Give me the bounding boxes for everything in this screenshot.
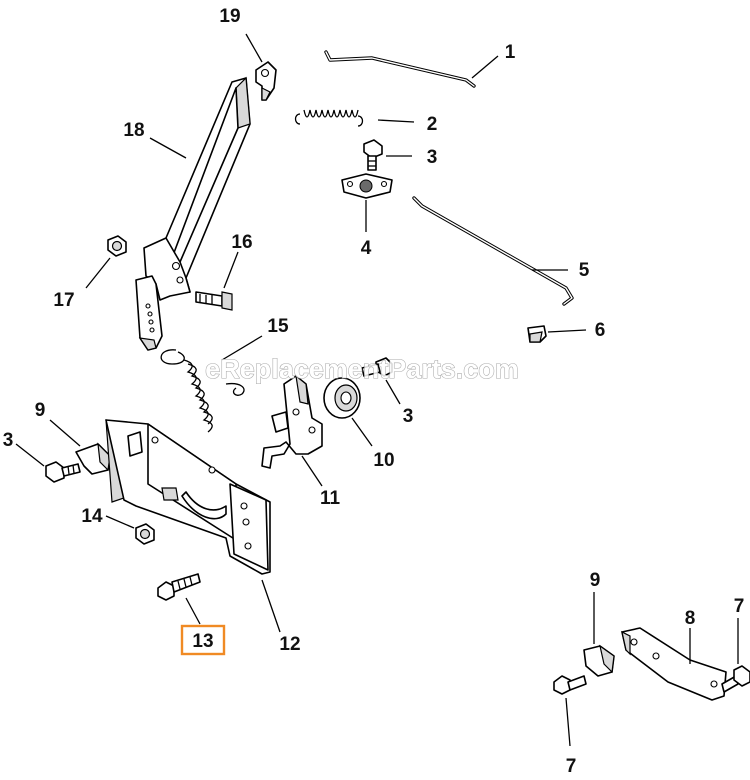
callout-2[interactable]: 2 bbox=[427, 114, 438, 135]
leader-lines bbox=[15, 33, 739, 747]
callout-16[interactable]: 16 bbox=[231, 232, 252, 253]
callout-13[interactable]: 13 bbox=[192, 631, 213, 652]
callout-7-bottom[interactable]: 7 bbox=[566, 756, 577, 777]
callout-3-mid[interactable]: 3 bbox=[403, 406, 414, 427]
callout-15[interactable]: 15 bbox=[267, 316, 289, 337]
callout-9-left[interactable]: 9 bbox=[35, 400, 46, 421]
part-14-nut[interactable] bbox=[135, 523, 155, 545]
part-13-bolt[interactable] bbox=[157, 573, 201, 601]
part-9-clip-left[interactable] bbox=[75, 442, 111, 475]
part-7-screw-bottom[interactable] bbox=[553, 675, 587, 695]
callout-9-right[interactable]: 9 bbox=[590, 570, 601, 591]
callout-13-highlighted[interactable]: 13 bbox=[180, 624, 226, 656]
callout-14[interactable]: 14 bbox=[81, 506, 103, 527]
part-7-screw-right[interactable] bbox=[721, 665, 750, 693]
highlight-box bbox=[180, 624, 226, 656]
part-3-screw-left[interactable] bbox=[45, 461, 81, 483]
callout-numbers: 19 1 18 2 3 4 16 5 17 6 15 3 9 3 10 11 1… bbox=[3, 6, 745, 777]
part-16-bolt[interactable] bbox=[195, 291, 233, 311]
part-15-spring[interactable] bbox=[160, 349, 245, 433]
callout-11[interactable]: 11 bbox=[320, 488, 341, 509]
callout-3-top[interactable]: 3 bbox=[427, 147, 438, 168]
callout-5[interactable]: 5 bbox=[579, 260, 590, 281]
part-3-screw-top[interactable] bbox=[363, 139, 383, 171]
part-11-bracket[interactable] bbox=[261, 374, 323, 469]
callout-17[interactable]: 17 bbox=[53, 290, 74, 311]
part-9-clip-right[interactable] bbox=[583, 644, 615, 677]
callout-18[interactable]: 18 bbox=[123, 120, 144, 141]
part-10-washer[interactable] bbox=[323, 377, 361, 419]
part-4-bracket[interactable] bbox=[341, 173, 393, 199]
callout-7-right[interactable]: 7 bbox=[734, 596, 745, 617]
callout-1[interactable]: 1 bbox=[505, 42, 516, 63]
part-5-rod[interactable] bbox=[412, 196, 574, 306]
callout-10[interactable]: 10 bbox=[373, 450, 394, 471]
callout-4[interactable]: 4 bbox=[361, 238, 372, 259]
part-12-plate[interactable] bbox=[105, 419, 271, 575]
callout-3-left[interactable]: 3 bbox=[3, 430, 14, 451]
part-17-nut[interactable] bbox=[107, 235, 127, 257]
part-1-rod[interactable] bbox=[324, 50, 476, 88]
callout-8[interactable]: 8 bbox=[685, 608, 696, 629]
part-8-link[interactable] bbox=[621, 627, 727, 701]
callout-19[interactable]: 19 bbox=[219, 6, 240, 27]
part-2-spring[interactable] bbox=[294, 109, 364, 127]
callout-12[interactable]: 12 bbox=[279, 634, 300, 655]
callout-6[interactable]: 6 bbox=[595, 320, 606, 341]
part-18-lever-arm[interactable] bbox=[135, 76, 251, 351]
part-19-clip[interactable] bbox=[255, 61, 277, 101]
part-3-screw-mid[interactable] bbox=[361, 357, 393, 377]
part-6-push-nut[interactable] bbox=[527, 325, 547, 343]
watermark-text: eReplacementParts.com bbox=[205, 354, 519, 384]
